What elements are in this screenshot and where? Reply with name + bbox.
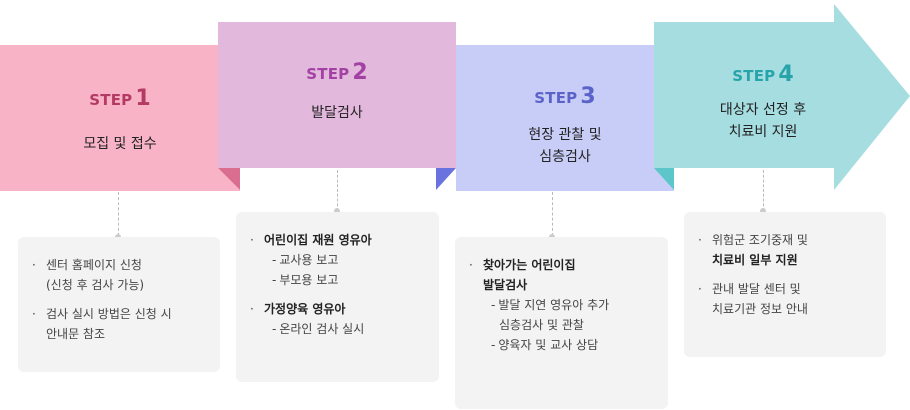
connector-2 bbox=[337, 170, 338, 211]
sub-item-text: 교사용 보고 bbox=[279, 253, 339, 267]
step1-title: 모집 및 접수 bbox=[0, 133, 240, 155]
sub-item: -부모용 보고 bbox=[272, 273, 339, 287]
list-item-line: 센터 홈페이지 신청 bbox=[46, 258, 142, 272]
step3-fold-right bbox=[654, 168, 674, 190]
step4-title: 대상자 선정 후 치료비 지원 bbox=[654, 99, 872, 143]
bullet-icon: · bbox=[32, 258, 36, 272]
step2-label: STEP bbox=[306, 65, 350, 83]
list-item: · 검사 실시 방법은 신청 시 안내문 참조 bbox=[32, 304, 208, 344]
step4-title-line2: 치료비 지원 bbox=[728, 124, 798, 140]
sub-item: 심층검사 및 관찰 bbox=[483, 315, 656, 335]
step4-arrow bbox=[654, 4, 910, 190]
bullet-icon: · bbox=[698, 233, 702, 247]
list-item-line: 검사 실시 방법은 신청 시 bbox=[46, 307, 172, 321]
step1-title-line: 모집 및 접수 bbox=[83, 136, 157, 152]
sub-item-text: 심층검사 및 관찰 bbox=[499, 318, 584, 332]
step3-fold bbox=[436, 168, 456, 190]
list-item-heading: 어린이집 재원 영유아 bbox=[264, 233, 372, 247]
sub-item: -교사용 보고 bbox=[272, 253, 339, 267]
connector-dot-4 bbox=[760, 208, 766, 214]
step2-number: 2 bbox=[352, 60, 368, 85]
list-item-line: 안내문 참조 bbox=[46, 327, 106, 341]
list-item: · 가정양육 영유아 -온라인 검사 실시 bbox=[250, 299, 427, 339]
step3-number: 3 bbox=[580, 84, 596, 109]
list-item-line: 관내 발달 센터 및 bbox=[712, 282, 801, 296]
step1-number: 1 bbox=[135, 86, 151, 111]
sub-item-text: 온라인 검사 실시 bbox=[279, 322, 365, 336]
step2-title-line: 발달검사 bbox=[311, 105, 363, 121]
step3-title: 현장 관찰 및 심층검사 bbox=[456, 124, 674, 168]
list-item: · 위험군 조기중재 및 치료비 일부 지원 bbox=[698, 230, 874, 270]
sub-item: -발달 지연 영유아 추가 bbox=[491, 298, 610, 312]
bullet-icon: · bbox=[469, 258, 473, 272]
step1-detail-card: · 센터 홈페이지 신청 (신청 후 검사 가능) · 검사 실시 방법은 신청… bbox=[18, 237, 220, 372]
step4-detail-card: · 위험군 조기중재 및 치료비 일부 지원 · 관내 발달 센터 및 치료기관… bbox=[684, 212, 886, 357]
list-item-heading: 가정양육 영유아 bbox=[264, 302, 346, 316]
step2-title: 발달검사 bbox=[218, 102, 456, 124]
step3-box bbox=[456, 45, 674, 191]
sub-item-text: 양육자 및 교사 상담 bbox=[498, 338, 599, 352]
bullet-icon: · bbox=[250, 233, 254, 247]
step3-title-line1: 현장 관찰 및 bbox=[528, 127, 602, 143]
step4-title-line1: 대상자 선정 후 bbox=[719, 102, 807, 118]
list-item-heading: 발달검사 bbox=[483, 278, 528, 292]
step2-box bbox=[218, 22, 456, 168]
sub-item-text: 부모용 보고 bbox=[279, 273, 339, 287]
list-item-heading: 찾아가는 어린이집 bbox=[483, 258, 576, 272]
step3-label: STEP bbox=[534, 89, 578, 107]
step3-title-line2: 심층검사 bbox=[539, 149, 591, 165]
list-item-line: (신청 후 검사 가능) bbox=[46, 278, 145, 292]
step1-fold-cover bbox=[218, 168, 240, 190]
list-item: · 관내 발달 센터 및 치료기관 정보 안내 bbox=[698, 279, 874, 319]
step4-label: STEP bbox=[732, 67, 776, 85]
bullet-icon: · bbox=[698, 282, 702, 296]
list-item: · 센터 홈페이지 신청 (신청 후 검사 가능) bbox=[32, 255, 208, 295]
step3-detail-card: · 찾아가는 어린이집 발달검사 -발달 지연 영유아 추가 심층검사 및 관찰… bbox=[455, 237, 668, 409]
sub-item: -온라인 검사 실시 bbox=[272, 322, 365, 336]
step4-number: 4 bbox=[778, 62, 794, 87]
connector-4 bbox=[763, 170, 764, 211]
list-item-line-bold: 치료비 일부 지원 bbox=[712, 253, 798, 267]
bullet-icon: · bbox=[32, 307, 36, 321]
sub-item-text: 발달 지연 영유아 추가 bbox=[498, 298, 610, 312]
step1-label: STEP bbox=[89, 91, 133, 109]
bullet-icon: · bbox=[250, 302, 254, 316]
connector-1 bbox=[118, 192, 119, 236]
list-item: · 어린이집 재원 영유아 -교사용 보고 -부모용 보고 bbox=[250, 230, 427, 290]
list-item-line: 치료기관 정보 안내 bbox=[712, 302, 808, 316]
connector-dot-2 bbox=[334, 208, 340, 214]
list-item: · 찾아가는 어린이집 발달검사 -발달 지연 영유아 추가 심층검사 및 관찰… bbox=[469, 255, 656, 355]
step1-box bbox=[0, 45, 240, 191]
sub-item: -양육자 및 교사 상담 bbox=[491, 338, 599, 352]
step2-detail-card: · 어린이집 재원 영유아 -교사용 보고 -부모용 보고 · 가정양육 영유아… bbox=[236, 212, 439, 382]
list-item-line: 위험군 조기중재 및 bbox=[712, 233, 808, 247]
connector-3 bbox=[552, 192, 553, 236]
